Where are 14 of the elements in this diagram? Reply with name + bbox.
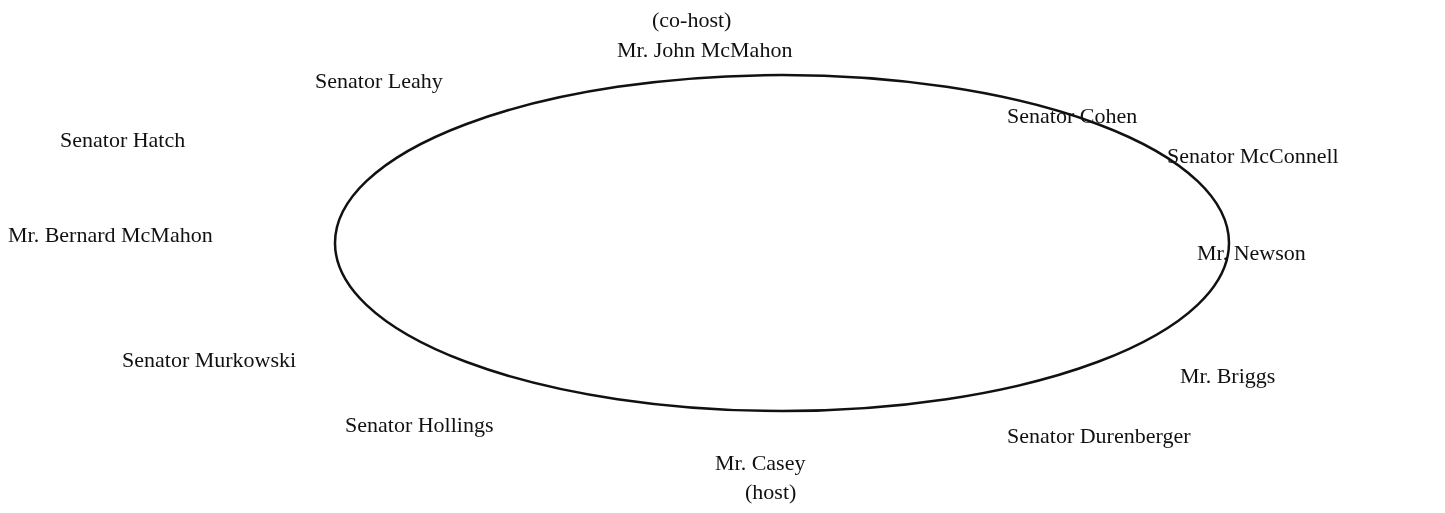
seat-name: Mr. Bernard McMahon [8, 224, 213, 246]
seat-name: (co-host) [652, 9, 732, 31]
seat-name: Senator Hollings [345, 414, 494, 436]
seat-name: Mr. Briggs [1180, 365, 1276, 387]
seat-name: Mr. Newson [1197, 242, 1306, 264]
seat-name: Senator Leahy [315, 70, 443, 92]
seat-name: Mr. John McMahon [617, 39, 793, 61]
seat-name: Senator Hatch [60, 129, 186, 151]
seat-name: Senator Murkowski [122, 349, 297, 371]
seat-name: Senator Durenberger [1007, 425, 1191, 447]
seat-name: Senator Cohen [1007, 105, 1138, 127]
seat-name: Senator McConnell [1167, 145, 1339, 167]
seat-name: Mr. Casey [715, 452, 806, 474]
seat-name: (host) [745, 481, 797, 503]
